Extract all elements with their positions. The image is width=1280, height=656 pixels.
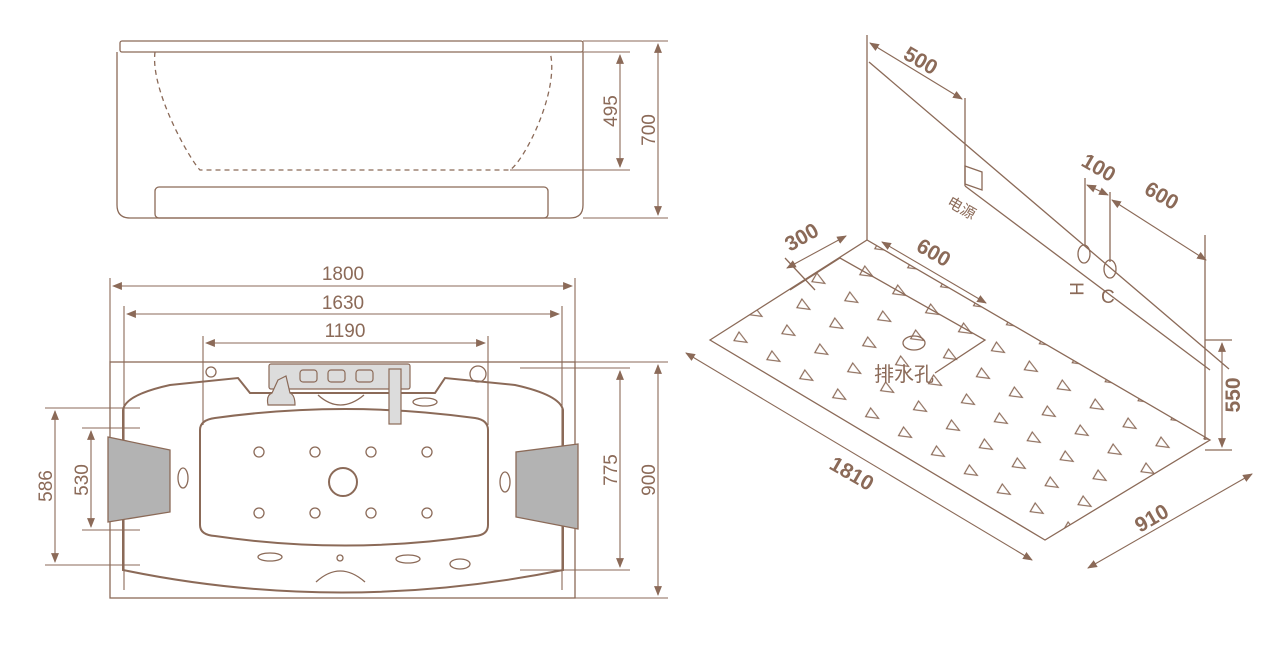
dim-550: 550 (1222, 377, 1245, 412)
tub-deck (122, 376, 564, 594)
dim-1810: 1810 (826, 452, 878, 495)
dim-900: 900 (639, 464, 660, 496)
cold-inlet (1103, 259, 1117, 279)
dim-700: 700 (639, 114, 660, 146)
tub-outline (109, 361, 576, 599)
headrest-left (107, 436, 171, 523)
top-plan-view: 1800 1630 1190 900 775 586 530 (36, 264, 668, 599)
valve-2 (327, 369, 346, 383)
drain-hole (902, 335, 926, 351)
valve-1 (299, 369, 318, 383)
button-icon (205, 366, 217, 378)
installation-isometric-view: 排水孔 电源 500 H C 100 600 300 600 550 1810 … (685, 35, 1253, 569)
dim-495: 495 (601, 95, 622, 127)
dim-910: 910 (1131, 500, 1173, 537)
dim-586: 586 (36, 470, 57, 502)
label-hot: H (1065, 282, 1086, 296)
drain-icon (328, 467, 358, 497)
dim-1630: 1630 (322, 293, 364, 314)
dim-775: 775 (601, 454, 622, 486)
speaker-icon (469, 365, 487, 383)
handshower-icon (266, 375, 296, 406)
dim-100: 100 (1078, 149, 1120, 186)
dim-300: 300 (781, 219, 823, 256)
power-socket-icon (964, 165, 983, 191)
jets (177, 397, 511, 570)
label-drain: 排水孔 (874, 362, 934, 386)
hot-inlet (1077, 244, 1091, 264)
handle-top (317, 394, 365, 406)
headrest-right (515, 443, 579, 530)
faucet-spout (388, 368, 402, 425)
dim-600-drain: 600 (913, 234, 955, 271)
dim-1800: 1800 (322, 264, 364, 285)
tub-rim (119, 40, 584, 53)
floor-area (708, 239, 1212, 541)
label-power: 电源 (944, 193, 979, 224)
handle-bottom (315, 570, 366, 583)
dim-600-wall: 600 (1141, 177, 1183, 214)
dim-1190: 1190 (325, 321, 366, 342)
tub-body (116, 52, 584, 219)
side-elevation-view: 495 700 (116, 40, 668, 219)
tub-basin-hidden (153, 51, 553, 171)
dim-500: 500 (900, 42, 942, 79)
valve-3 (355, 369, 374, 383)
label-cold: C (1101, 287, 1115, 308)
tub-basin (199, 408, 489, 547)
dim-530: 530 (72, 464, 93, 496)
tub-base-panel (154, 186, 549, 219)
